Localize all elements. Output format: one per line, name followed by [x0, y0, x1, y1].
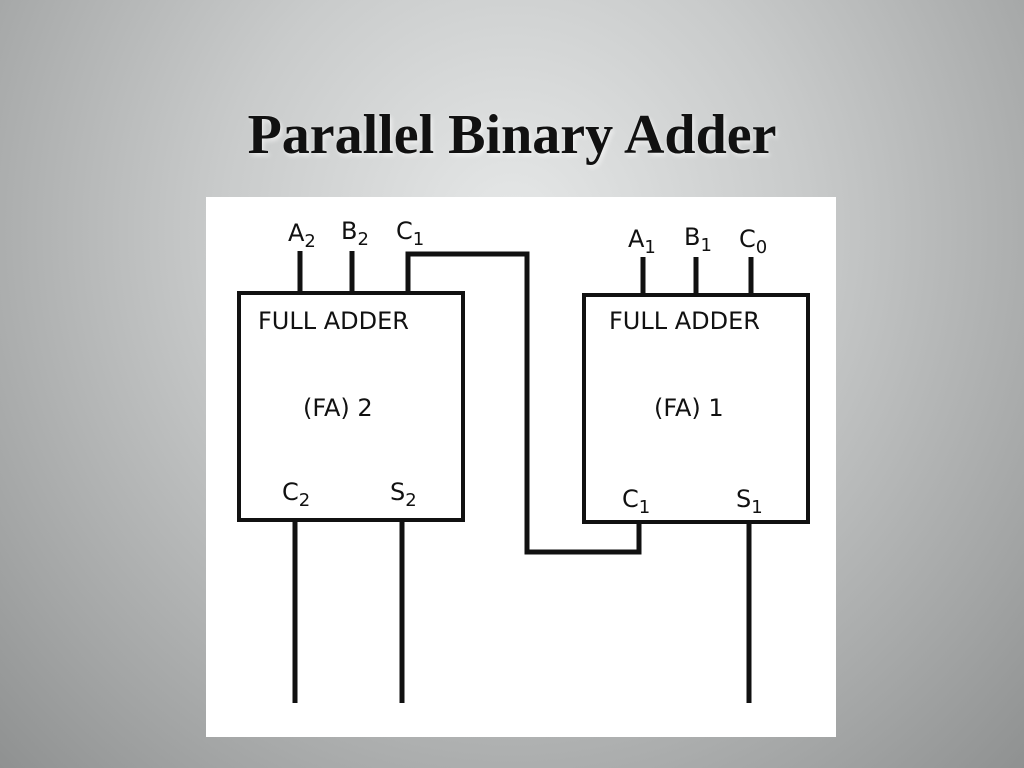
carry-wire-c1	[405, 251, 642, 555]
input-label-c0: C0	[739, 225, 767, 258]
output-label-c2: C2	[282, 478, 310, 511]
full-adder-2-box	[237, 291, 465, 522]
input-label-c1-fa2: C1	[396, 217, 424, 250]
full-adder-1-box	[582, 293, 810, 524]
full-adder-1-name: (FA) 1	[654, 394, 724, 422]
adder-diagram: FULL ADDER (FA) 2 A2 B2 C1 C2 S2 FULL AD…	[237, 217, 810, 703]
output-label-c1-fa1: C1	[622, 485, 650, 518]
full-adder-1-heading: FULL ADDER	[609, 307, 760, 335]
input-label-b1: B1	[684, 223, 712, 256]
input-label-b2: B2	[341, 217, 369, 250]
output-label-s2: S2	[390, 478, 417, 511]
output-label-s1: S1	[736, 485, 763, 518]
full-adder-2-heading: FULL ADDER	[258, 307, 409, 335]
full-adder-2-name: (FA) 2	[303, 394, 373, 422]
input-label-a2: A2	[288, 219, 316, 252]
slide-title: Parallel Binary Adder	[247, 104, 777, 166]
input-label-a1: A1	[628, 225, 656, 258]
diagram-panel: FULL ADDER (FA) 2 A2 B2 C1 C2 S2 FULL AD…	[206, 197, 836, 737]
